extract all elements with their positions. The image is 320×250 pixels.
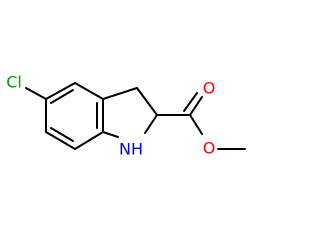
ester-oxygen-label: O bbox=[203, 139, 216, 158]
bond-c5-cl bbox=[25, 87, 47, 100]
bond-cester-o-carbonyl-double bbox=[183, 92, 198, 112]
bond-c4-c5 bbox=[45, 82, 76, 100]
bond-c6-c7-inner bbox=[50, 127, 74, 142]
carbonyl-oxygen-label: O bbox=[203, 79, 216, 98]
bond-c2-n1 bbox=[144, 114, 158, 134]
bond-c4-c5-inner bbox=[50, 89, 74, 104]
bond-n1-c7a bbox=[102, 131, 119, 138]
molecule-svg: Cl NH O O bbox=[6, 73, 246, 159]
chlorine-atom-label: Cl bbox=[6, 73, 22, 92]
bond-c3a-c3 bbox=[102, 87, 138, 100]
nitrogen-atom-label: NH bbox=[119, 140, 143, 159]
bond-cester-o-ester bbox=[189, 114, 203, 135]
structure-diagram: Cl NH O O bbox=[6, 73, 246, 159]
bond-c7-c7a bbox=[74, 131, 104, 150]
bond-c3a-c4 bbox=[74, 82, 104, 100]
bond-c3-c2 bbox=[136, 87, 158, 116]
bond-c6-c7 bbox=[45, 131, 76, 150]
bond-cester-o-carbonyl bbox=[189, 96, 203, 116]
